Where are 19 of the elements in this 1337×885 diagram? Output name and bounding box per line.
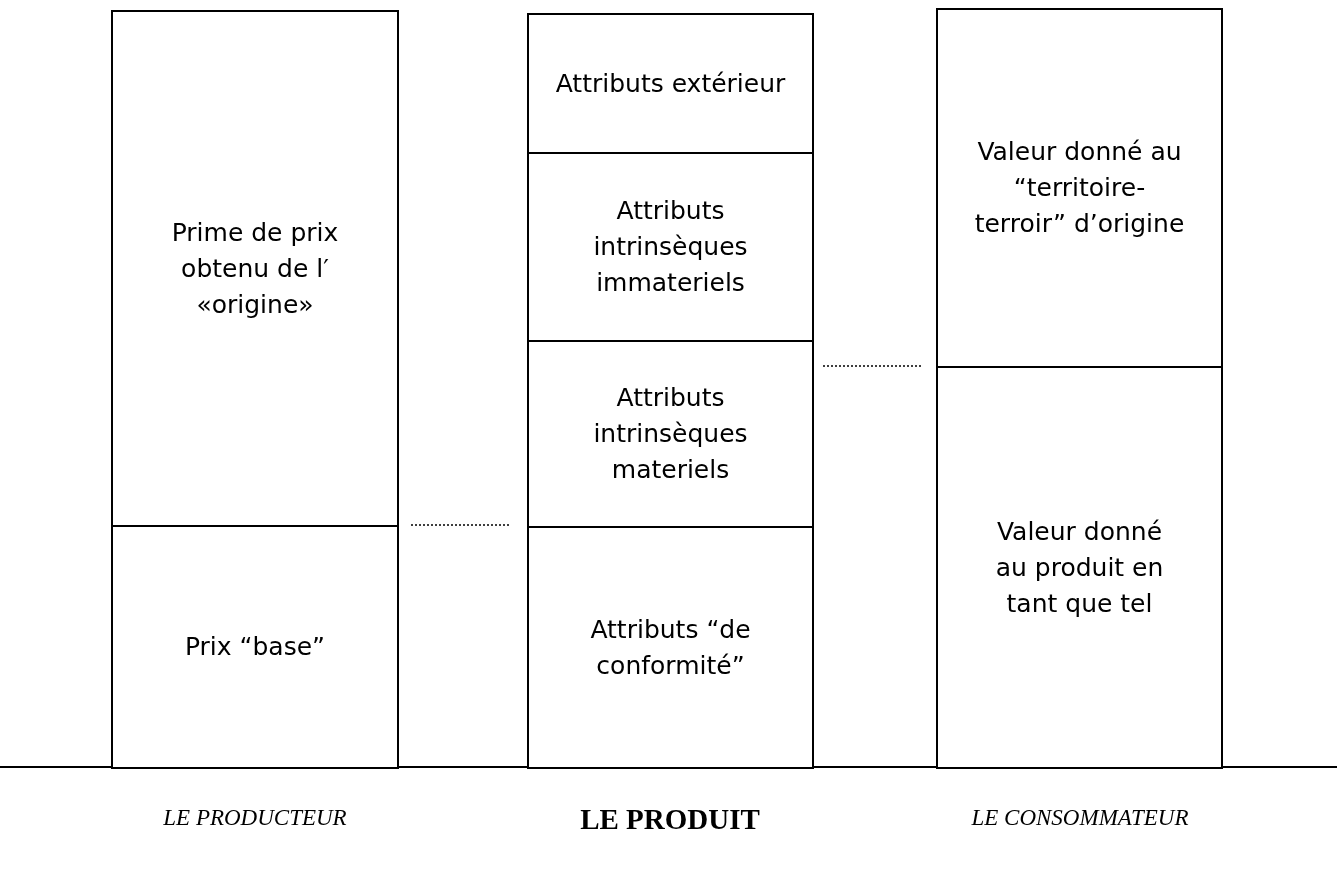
box-text: Attributs extérieur xyxy=(555,67,786,100)
text-box xyxy=(527,340,814,528)
box-text: Attributs intrinsèques immateriels xyxy=(592,195,749,299)
column-caption: LE CONSOMMATEUR xyxy=(970,804,1190,832)
box-text: Prime de prix obtenu de l′ «origine» xyxy=(170,216,340,321)
text-box xyxy=(111,525,399,769)
column-caption: LE PRODUCTEUR xyxy=(162,804,348,832)
box-text: Prix “base” xyxy=(184,631,326,663)
text-box xyxy=(527,526,814,769)
text-box xyxy=(527,13,814,154)
box-text: Valeur donné au “territoire-terroir” d’origine xyxy=(973,136,1186,240)
column-caption: LE PRODUIT xyxy=(579,802,761,837)
box-text: Attributs “de conformité” xyxy=(589,613,752,682)
text-box xyxy=(936,366,1223,769)
text-box xyxy=(527,152,814,342)
text-box xyxy=(936,8,1223,368)
box-text: Valeur donné au produit en tant que tel xyxy=(994,515,1165,620)
box-text: Attributs intrinsèques materiels xyxy=(592,382,749,486)
text-box xyxy=(111,10,399,527)
